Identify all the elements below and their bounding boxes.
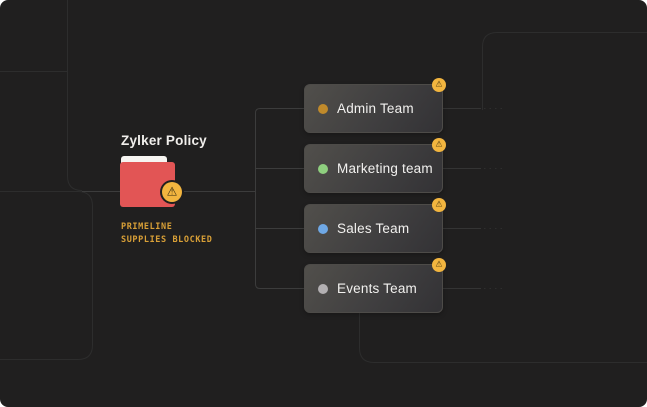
- warning-icon: ⚠: [435, 79, 443, 89]
- warning-badge-team[interactable]: ⚠: [432, 138, 446, 152]
- team-card-events-team[interactable]: Events Team ⚠: [304, 258, 446, 313]
- team-color-dot: [318, 223, 328, 234]
- team-card-label: Sales Team: [337, 221, 410, 236]
- warning-icon: ⚠: [435, 199, 443, 209]
- root-status-text: PRIMELINE SUPPLIES BLOCKED: [121, 221, 212, 246]
- warning-badge-team[interactable]: ⚠: [432, 258, 446, 272]
- team-card-label: Admin Team: [337, 101, 414, 116]
- team-card-marketing-team[interactable]: Marketing team ⚠: [304, 138, 446, 193]
- team-card-admin-team[interactable]: Admin Team ⚠: [304, 78, 446, 133]
- team-card-sales-team[interactable]: Sales Team ⚠: [304, 198, 446, 253]
- status-line-2: SUPPLIES BLOCKED: [121, 234, 213, 245]
- warning-badge-team[interactable]: ⚠: [432, 198, 446, 212]
- team-card-label: Events Team: [337, 281, 417, 296]
- warning-icon: ⚠: [435, 259, 443, 269]
- policy-folder-node[interactable]: ⚠: [120, 156, 182, 208]
- status-line-1: PRIMELINE: [121, 222, 173, 232]
- team-color-dot: [318, 103, 328, 114]
- team-color-dot: [318, 163, 328, 174]
- warning-icon: ⚠: [435, 139, 443, 149]
- root-node-title: Zylker Policy: [121, 133, 207, 148]
- warning-badge-team[interactable]: ⚠: [432, 78, 446, 92]
- warning-icon: ⚠: [166, 184, 178, 199]
- warning-badge-root[interactable]: ⚠: [162, 182, 182, 202]
- team-card-label: Marketing team: [337, 161, 433, 176]
- team-color-dot: [318, 283, 328, 294]
